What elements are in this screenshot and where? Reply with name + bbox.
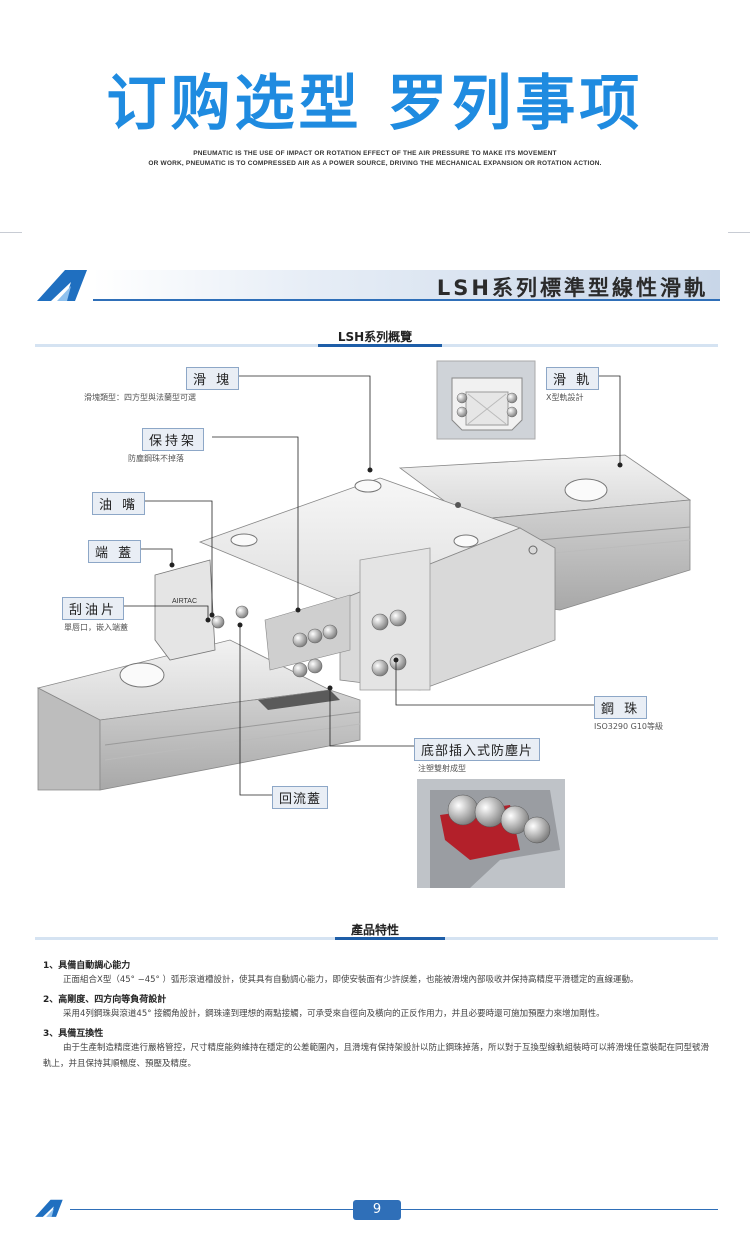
right-edge-line bbox=[728, 232, 750, 233]
rail-front bbox=[36, 639, 361, 791]
footer-logo-icon bbox=[35, 1199, 63, 1217]
callout-rail-label: 滑 軌 bbox=[546, 367, 600, 390]
callout-bottom-seal-note: 注塑雙射成型 bbox=[418, 764, 466, 773]
callout-scraper-label: 刮油片 bbox=[62, 597, 125, 620]
feature-2-title: 2、高剛度、四方向等負荷設計 bbox=[43, 995, 167, 1005]
leader-dots bbox=[169, 462, 623, 691]
callout-retainer-note: 防塵鋼珠不掉落 bbox=[128, 454, 184, 463]
feature-1-title: 1、具備自動調心能力 bbox=[43, 961, 131, 971]
feature-2-text: 采用4列鋼珠與滾道45° 接觸角設計，鋼珠達到理想的兩點接觸，可承受來自徑向及橫… bbox=[63, 1009, 605, 1019]
features-rule-accent bbox=[335, 937, 445, 940]
banner-underline bbox=[93, 299, 720, 301]
feature-3-text: 由于生產制造精度進行嚴格管控，尺寸精度能夠維持在穩定的公差範圍內，且滑塊有保持架… bbox=[43, 1043, 710, 1069]
linear-guide-diagram: AIRTAC bbox=[36, 360, 692, 888]
callout-nozzle-label: 油 嘴 bbox=[92, 492, 146, 515]
features-heading: 產品特性 bbox=[350, 923, 399, 937]
callout-return-cap-label: 回流蓋 bbox=[272, 786, 329, 809]
steel-balls bbox=[211, 605, 407, 678]
callout-scraper-note: 單唇口，嵌入端蓋 bbox=[64, 623, 128, 632]
overview-heading: LSH系列概覽 bbox=[337, 330, 413, 344]
leader-lines bbox=[116, 375, 621, 796]
subtitle-line-1: PNEUMATIC IS THE USE OF IMPACT OR ROTATI… bbox=[193, 150, 557, 157]
overview-rule-accent bbox=[318, 344, 442, 347]
slide-block: AIRTAC bbox=[154, 477, 556, 710]
brand-mark: AIRTAC bbox=[172, 598, 197, 605]
page-title: 订购选型 罗列事项 bbox=[106, 69, 644, 139]
feature-1-text: 正面組合X型（45° −45° ）弧形滾道槽設計，使其具有自動調心能力，即使安裝… bbox=[63, 975, 639, 985]
callout-block-note: 滑塊類型：四方型與法蘭型可選 bbox=[84, 393, 196, 402]
section-banner: LSH系列標準型線性滑軌 bbox=[35, 268, 720, 302]
left-edge-line bbox=[0, 232, 22, 233]
callout-retainer-label: 保持架 bbox=[142, 428, 205, 451]
feature-3-title: 3、具備互換性 bbox=[43, 1029, 104, 1039]
rail-cross-section-inset bbox=[436, 360, 536, 440]
banner-title: LSH系列標準型線性滑軌 bbox=[436, 276, 708, 300]
banner-bar bbox=[93, 270, 720, 300]
callout-endcap-label: 端 蓋 bbox=[88, 540, 142, 563]
page-number: 9 bbox=[353, 1200, 401, 1220]
callout-ball-label: 鋼 珠 bbox=[594, 696, 648, 719]
callout-rail-note: X型軌設計 bbox=[546, 393, 584, 402]
callout-ball-note: ISO3290 G10等級 bbox=[594, 722, 664, 731]
subtitle-line-2: OR WORK, PNEUMATIC IS TO COMPRESSED AIR … bbox=[148, 160, 602, 167]
bottom-seal-inset bbox=[417, 779, 565, 888]
airtac-logo-icon bbox=[37, 270, 87, 301]
callout-block-label: 滑 塊 bbox=[186, 367, 240, 390]
callout-bottom-seal-label: 底部插入式防塵片 bbox=[414, 738, 541, 761]
